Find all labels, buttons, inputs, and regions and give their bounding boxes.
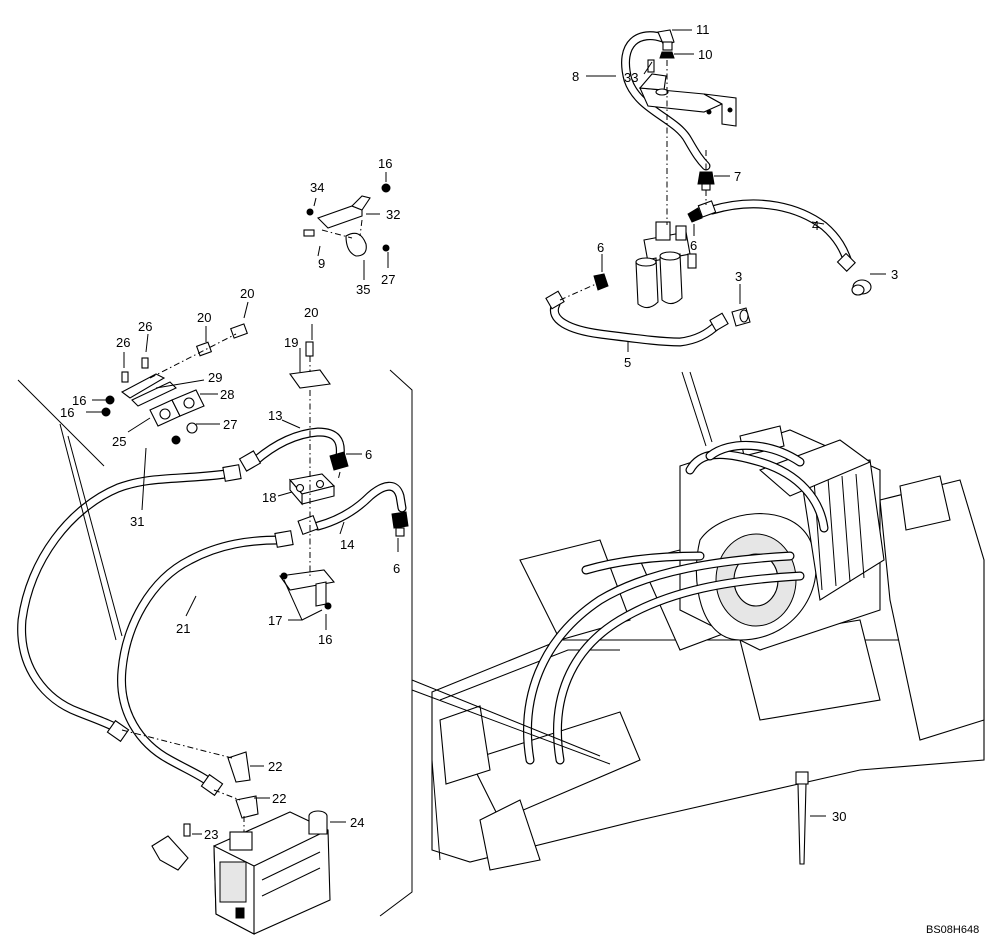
fitting-6-right (687, 207, 703, 223)
callout-3: 3 (891, 267, 898, 282)
callout-20: 20 (304, 305, 318, 320)
clip-23 (151, 823, 191, 871)
callout-31: 31 (130, 514, 144, 529)
callout-5: 5 (624, 355, 631, 370)
cable-tie-30 (795, 771, 809, 865)
callout-26: 26 (138, 319, 152, 334)
callout-33: 33 (624, 70, 638, 85)
callout-8: 8 (572, 69, 579, 84)
callout-11: 11 (696, 22, 710, 37)
fitting-6-lower (391, 511, 409, 537)
callout-13: 13 (268, 408, 282, 423)
callout-14: 14 (340, 537, 354, 552)
callout-16: 16 (60, 405, 74, 420)
callout-21: 21 (176, 621, 190, 636)
callout-27: 27 (381, 272, 395, 287)
hose-14 (297, 481, 407, 536)
bracket-32 (303, 183, 391, 257)
callout-10: 10 (698, 47, 712, 62)
callout-9: 9 (318, 256, 325, 271)
hose-4 (697, 199, 856, 272)
callout-6: 6 (393, 561, 400, 576)
callout-24: 24 (350, 815, 364, 830)
bracket-17 (279, 569, 336, 610)
drawing-code: BS08H648 (926, 924, 979, 936)
hose-8 (621, 31, 711, 171)
callout-32: 32 (386, 207, 400, 222)
callout-6: 6 (365, 447, 372, 462)
callout-16: 16 (378, 156, 392, 171)
callout-17: 17 (268, 613, 282, 628)
callout-19: 19 (284, 335, 298, 350)
elbow-22-upper (227, 751, 251, 783)
callout-28: 28 (220, 387, 234, 402)
hose-13 (238, 427, 345, 472)
fitting-3-mid (731, 307, 751, 327)
block-18 (288, 473, 336, 506)
machine-hoses (523, 440, 829, 765)
fuel-filter (635, 221, 697, 309)
callout-6: 6 (597, 240, 604, 255)
callout-23: 23 (204, 827, 218, 842)
fitting-3-right (851, 279, 872, 296)
hose-31 (17, 464, 242, 743)
hose-5 (545, 290, 729, 347)
fitting-10 (659, 51, 675, 59)
callout-22: 22 (272, 791, 286, 806)
callout-16: 16 (72, 393, 86, 408)
callout-16: 16 (318, 632, 332, 647)
hose-21 (117, 530, 294, 797)
fitting-6-center (329, 451, 349, 471)
callout-7: 7 (734, 169, 741, 184)
bracket-33 (638, 73, 737, 127)
callout-leaders (86, 29, 886, 835)
callout-22: 22 (268, 759, 282, 774)
callout-4: 4 (812, 218, 819, 233)
clamp-28 (149, 389, 205, 445)
fitting-11 (657, 29, 675, 51)
callout-25: 25 (112, 434, 126, 449)
callout-18: 18 (262, 490, 276, 505)
callout-3: 3 (735, 269, 742, 284)
callout-20: 20 (240, 286, 254, 301)
elbow-22-lower (235, 795, 259, 819)
fitting-7 (697, 171, 715, 191)
fitting-6-left (593, 273, 609, 291)
callout-34: 34 (310, 180, 324, 195)
callout-20: 20 (197, 310, 211, 325)
callout-26: 26 (116, 335, 130, 350)
callout-30: 30 (832, 809, 846, 824)
tank-24 (213, 810, 331, 935)
callout-labels: 11 10 33 8 7 4 6 6 3 3 5 16 34 32 9 27 3… (60, 22, 898, 842)
callout-27: 27 (223, 417, 237, 432)
bolt-33 (647, 59, 655, 73)
callout-29: 29 (208, 370, 222, 385)
callout-6: 6 (690, 238, 697, 253)
callout-35: 35 (356, 282, 370, 297)
